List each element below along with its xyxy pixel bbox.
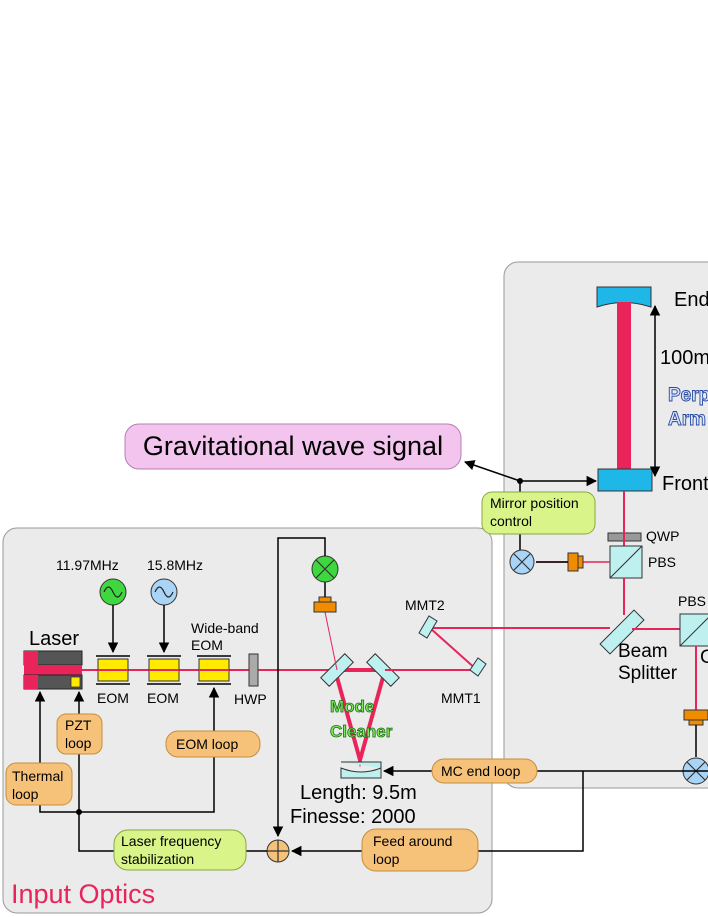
mc-end-mirror (340, 761, 382, 779)
feed-around-label2: loop (373, 851, 400, 867)
eom-loop-label: EOM loop (176, 736, 238, 752)
photodetector-left-body (567, 552, 579, 572)
eom2-label: EOM (147, 690, 179, 706)
pbs-right-label: PBS (678, 593, 706, 609)
eom-2 (147, 655, 181, 685)
mode-cleaner-label1: Mode (330, 697, 374, 716)
laser-freq-label1: Laser frequency (121, 833, 221, 849)
eom-1 (96, 655, 130, 685)
pbs-right-diagonal (679, 617, 708, 647)
thermal-loop-label1: Thermal (12, 768, 63, 784)
cut-label: C (700, 647, 708, 668)
pbs-left-diagonal (609, 545, 643, 579)
photodetector-mc-body (313, 601, 337, 613)
gw-signal-label: Gravitational wave signal (143, 431, 443, 461)
eom-loop-box (165, 730, 261, 758)
mode-cleaner-label2: Cleaner (330, 722, 393, 741)
mmt1-to-mmt2-beam (429, 627, 478, 671)
input-optics-title: Input Optics (11, 879, 155, 909)
gw-signal-arrow (464, 460, 521, 482)
eom1-label: EOM (97, 690, 129, 706)
pzt-loop-label1: PZT (65, 717, 92, 733)
freq1-label: 11.97MHz (56, 557, 119, 573)
thermal-loop-line (34, 690, 79, 813)
junction-dot-thermal (76, 809, 82, 815)
input-optics-panel (2, 527, 493, 914)
thermal-loop-label2: loop (12, 786, 39, 802)
laser-end-bottom (24, 675, 38, 689)
beam-splitter (599, 609, 645, 655)
mc-error-line (272, 537, 326, 838)
arm-length-label: 100m (660, 347, 708, 369)
pbs-left-label: PBS (648, 554, 676, 570)
front-mirror (597, 468, 653, 492)
mmt2-mirror (418, 615, 438, 639)
end-mirror-label: End (674, 289, 708, 311)
arm-name-line2: Arm (668, 409, 706, 430)
feed-around-label1: Feed around (373, 833, 452, 849)
pzt-loop-label2: loop (65, 735, 92, 751)
eom-wideband (197, 655, 231, 685)
mirror-control-line1: Mirror position (490, 495, 579, 511)
gw-signal-box (124, 423, 462, 470)
mc-length-label: Length: 9.5m (300, 782, 417, 804)
mirror-control-line2: control (490, 513, 532, 529)
mc-reflection-beam (324, 611, 338, 671)
mmt2-label: MMT2 (405, 597, 445, 613)
thermal-loop-box (5, 762, 73, 806)
mc-finesse-label: Finesse: 2000 (290, 806, 416, 828)
beam-splitter-label1: Beam (618, 641, 668, 662)
oscillator-2-sine (154, 586, 174, 598)
eom-loop-line (79, 686, 220, 813)
photodetector-mc-cap (318, 596, 332, 603)
mc-end-loop-box (431, 758, 538, 784)
arm-name-line1: Perp (668, 385, 708, 406)
photodetector-right-body (683, 709, 708, 721)
laser-freq-to-pzt-line (78, 714, 114, 852)
wideband-label2: EOM (191, 637, 223, 653)
summing-plus (267, 840, 289, 862)
mmt1-mirror (469, 657, 487, 677)
mc-end-loop-label: MC end loop (441, 763, 521, 779)
laser-label: Laser (29, 628, 79, 650)
laser-freq-stabilization-box (113, 829, 247, 871)
mc-mirror-right (366, 653, 400, 687)
laser-end-top (24, 651, 38, 665)
freq2-label: 15.8MHz (147, 557, 203, 573)
beam-splitter-label2: Splitter (618, 663, 678, 684)
hwp-label: HWP (234, 691, 267, 707)
mixer-mc-cross (315, 559, 335, 579)
feed-around-line (478, 771, 584, 852)
qwp-label: QWP (646, 528, 679, 544)
photodetector-right-cap (688, 719, 704, 726)
pzt-loop-box (56, 713, 103, 755)
wideband-label1: Wide-band (191, 620, 259, 636)
hwp (248, 653, 259, 687)
feed-around-loop-box (361, 828, 479, 872)
photodetector-left-cap (577, 555, 584, 569)
laser-freq-label2: stabilization (121, 851, 194, 867)
mixer-left-cross (513, 553, 531, 571)
mmt1-label: MMT1 (441, 690, 481, 706)
mode-cleaner-beam (332, 668, 388, 768)
front-mirror-label: Front (662, 473, 708, 495)
laser-pzt (70, 676, 81, 688)
arm-beam (617, 302, 631, 470)
oscillator-1-sine (103, 586, 123, 598)
mirror-position-control-box (481, 491, 596, 535)
laser-body-mid (24, 665, 82, 675)
